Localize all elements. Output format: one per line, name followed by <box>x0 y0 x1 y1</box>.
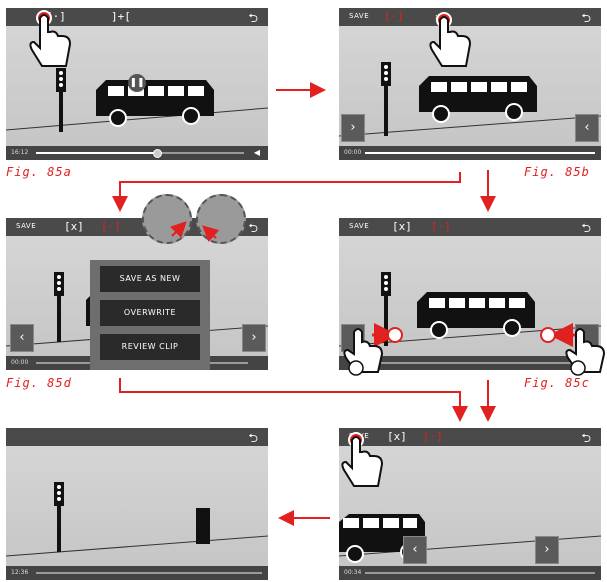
tap-hand-icon <box>341 432 384 487</box>
timer-icon <box>570 360 586 376</box>
arrow-left-icon: ‹ <box>412 542 418 557</box>
playback-bar: 12:36 <box>6 566 268 580</box>
trim-start-handle[interactable]: › <box>341 114 365 142</box>
trim-start-icon[interactable]: [·] <box>384 10 404 23</box>
top-bar: [·] ]+[ ⮌ <box>6 8 268 26</box>
screen-e: SAVE [x] [·] ⮌ ‹ › 00:34 <box>339 428 601 580</box>
drag-target-left <box>387 327 403 343</box>
overwrite-option[interactable]: OVERWRITE <box>100 300 200 326</box>
progress-track[interactable] <box>36 572 262 574</box>
scene-illustration <box>339 272 601 347</box>
progress-knob[interactable] <box>152 149 162 158</box>
drag-hand-icon <box>343 328 384 376</box>
flow-arrow-d-to-e <box>119 378 468 422</box>
active-marker-icon[interactable]: [·] <box>101 220 121 233</box>
scene-illustration <box>339 62 601 137</box>
progress-track[interactable] <box>365 152 595 154</box>
dial-arrow-left <box>169 221 187 239</box>
playback-time: 12:36 <box>11 569 29 576</box>
screen-f: ⮌ 12:36 <box>6 428 268 580</box>
scene-illustration <box>6 68 268 132</box>
thumbwheel-dial-left[interactable] <box>142 194 192 244</box>
progress-track[interactable] <box>36 149 244 158</box>
figure-caption-85b: Fig. 85b <box>524 165 590 179</box>
trim-end-handle[interactable]: ‹ <box>575 114 599 142</box>
top-bar: ⮌ <box>6 428 268 446</box>
arrow-right-icon: › <box>251 330 257 345</box>
playback-time: 00:00 <box>344 149 362 156</box>
scene-illustration <box>6 482 268 557</box>
split-icon[interactable]: ]+[ <box>111 10 131 23</box>
back-arrow-icon[interactable]: ⮌ <box>248 221 258 235</box>
trim-end-handle[interactable]: › <box>242 324 266 352</box>
back-arrow-icon[interactable]: ⮌ <box>248 11 258 25</box>
trim-marker-icon[interactable]: [x] <box>64 220 84 233</box>
playback-time: 00:00 <box>11 359 29 366</box>
save-button[interactable]: SAVE <box>349 222 370 230</box>
drag-hand-icon <box>565 328 606 376</box>
trim-end-handle[interactable]: › <box>535 536 559 564</box>
pause-icon[interactable]: ❚❚ <box>128 74 146 92</box>
progress-track[interactable] <box>369 362 595 364</box>
back-arrow-icon[interactable]: ⮌ <box>581 221 591 235</box>
arrow-right-icon: › <box>544 542 550 557</box>
figure-caption-85d: Fig. 85d <box>6 376 72 390</box>
active-marker-icon[interactable]: [·] <box>431 220 451 233</box>
back-arrow-icon[interactable]: ⮌ <box>581 431 591 445</box>
review-clip-option[interactable]: REVIEW CLIP <box>100 334 200 360</box>
flow-arrow-b-to-d <box>112 172 461 212</box>
progress-track[interactable] <box>365 572 595 574</box>
figure-caption-85c: Fig. 85c <box>524 376 590 390</box>
speaker-icon[interactable]: ◀ <box>253 148 260 157</box>
playback-bar <box>339 356 601 370</box>
arrow-left-icon: ‹ <box>19 330 25 345</box>
playback-time: 16:12 <box>11 149 29 156</box>
trim-marker-icon[interactable]: [x] <box>392 220 412 233</box>
playback-bar: 00:00 <box>339 146 601 160</box>
playback-bar: 16:12 ◀ <box>6 146 268 160</box>
active-marker-icon[interactable]: [·] <box>423 430 443 443</box>
trim-start-handle[interactable]: ‹ <box>10 324 34 352</box>
arrow-left-icon: ‹ <box>584 120 590 135</box>
trim-start-handle[interactable]: ‹ <box>403 536 427 564</box>
progress-fill <box>36 152 157 154</box>
timer-icon <box>348 360 364 376</box>
save-button[interactable]: SAVE <box>16 222 37 230</box>
top-bar: SAVE [x] [·] ⮌ <box>339 218 601 236</box>
back-arrow-icon[interactable]: ⮌ <box>248 431 258 445</box>
tap-hand-icon <box>429 12 472 67</box>
figure-caption-85a: Fig. 85a <box>6 165 72 179</box>
playback-time: 00:34 <box>344 569 362 576</box>
trim-marker-icon[interactable]: [x] <box>387 430 407 443</box>
drag-target-right <box>540 327 556 343</box>
arrow-right-icon: › <box>350 120 356 135</box>
save-button[interactable]: SAVE <box>349 12 370 20</box>
playback-bar: 00:34 <box>339 566 601 580</box>
back-arrow-icon[interactable]: ⮌ <box>581 11 591 25</box>
save-options-menu: SAVE AS NEW OVERWRITE REVIEW CLIP <box>90 260 210 370</box>
save-as-new-option[interactable]: SAVE AS NEW <box>100 266 200 292</box>
tap-hand-icon <box>29 10 72 67</box>
screen-a: [·] ]+[ ⮌ ❚❚ 16:12 ◀ <box>6 8 268 160</box>
dial-arrow-right <box>202 225 220 242</box>
